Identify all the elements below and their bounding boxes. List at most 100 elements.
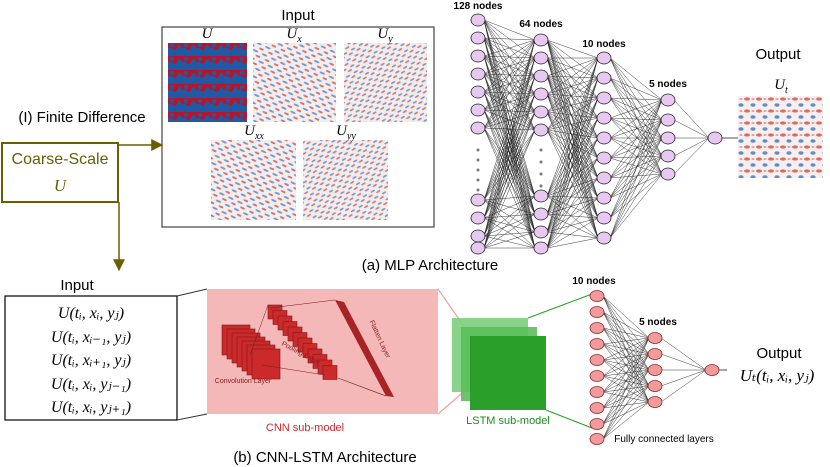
- fc-node: [647, 364, 663, 376]
- panel-uyy: [303, 140, 388, 220]
- mlp-node: [596, 51, 612, 65]
- coarse-scale-box: [1, 142, 119, 203]
- mlp-caption: (a) MLP Architecture: [362, 257, 498, 274]
- mlp-node: [533, 241, 549, 255]
- mlp-nodes: [470, 13, 723, 255]
- fc-node: [589, 322, 605, 334]
- mlp-node: [596, 191, 612, 205]
- input-point-0: U(tᵢ, xᵢ, yⱼ): [58, 305, 124, 322]
- mlp-node: [533, 189, 549, 203]
- pooling-stack: [249, 304, 338, 380]
- panel-label-ux: Ux: [286, 26, 302, 45]
- mlp-node: [596, 151, 612, 165]
- fc-node: [647, 380, 663, 392]
- flatten-layer: [335, 300, 394, 397]
- mlp-node: [533, 123, 549, 137]
- fc-node: [589, 402, 605, 414]
- cnn-submodel-label: CNN sub-model: [266, 422, 344, 434]
- mlp-node: [533, 105, 549, 119]
- mlp-node: [596, 231, 612, 245]
- fc-layer-label-10: 10 nodes: [572, 276, 616, 287]
- mlp-node: [470, 31, 486, 45]
- fc-node: [647, 348, 663, 360]
- panel-uxx: [211, 140, 296, 220]
- ellipsis-dot: [476, 178, 480, 182]
- panel-ux: [253, 43, 336, 122]
- input-point-2: U(tᵢ, xᵢ₊₁, yⱼ): [51, 352, 131, 369]
- fc-nodes: [589, 290, 720, 445]
- mlp-node: [707, 131, 723, 145]
- mlp-node: [660, 149, 676, 163]
- mlp-node: [596, 171, 612, 185]
- pool-feature-map: [322, 365, 338, 380]
- mlp-output-label: Ut: [774, 77, 788, 96]
- projection-line-bottom: [176, 413, 208, 421]
- mlp-input-title: Input: [281, 7, 315, 24]
- panel-u: [168, 43, 247, 122]
- mlp-node: [470, 49, 486, 63]
- fc-node: [704, 364, 720, 376]
- cnn-input-title: Input: [60, 277, 94, 294]
- cnn-output-title: Output: [756, 345, 802, 362]
- fc-node: [589, 433, 605, 445]
- mlp-node: [470, 85, 486, 99]
- finite-difference-label: (I) Finite Difference: [18, 109, 145, 126]
- panel-uy: [344, 43, 427, 122]
- ellipsis-dot: [539, 160, 543, 164]
- mlp-node: [533, 33, 549, 47]
- cnn-lstm-caption: (b) CNN-LSTM Architecture: [233, 449, 416, 466]
- mlp-node: [660, 93, 676, 107]
- fc-connections: [602, 295, 727, 440]
- fc-node: [589, 306, 605, 318]
- panel-label-uyy: Uyy: [336, 123, 356, 142]
- fc-layer-label-5: 5 nodes: [639, 317, 677, 328]
- ellipsis-dot: [539, 172, 543, 176]
- ellipsis-dot: [476, 168, 480, 172]
- fc-node: [589, 354, 605, 366]
- mlp-layer-label-10: 10 nodes: [582, 39, 626, 50]
- fc-label: Fully connected layers: [614, 434, 714, 445]
- mlp-output-title: Output: [755, 46, 801, 63]
- mlp-layer-label-128: 128 nodes: [454, 1, 503, 12]
- mlp-node: [596, 71, 612, 85]
- convolution-layer-label: Convolution Layer: [215, 378, 272, 385]
- mlp-node: [660, 113, 676, 127]
- mlp-node: [533, 87, 549, 101]
- fc-node: [589, 386, 605, 398]
- mlp-node: [470, 13, 486, 27]
- mlp-node: [596, 211, 612, 225]
- input-point-4: U(tᵢ, xᵢ, yⱼ₊₁): [51, 399, 131, 416]
- coarse-scale-var: U: [54, 176, 68, 195]
- panel-label-uxx: Uxx: [244, 123, 264, 142]
- mlp-node: [470, 67, 486, 81]
- ellipsis-dot: [539, 184, 543, 188]
- fc-node: [647, 396, 663, 408]
- mlp-node: [533, 207, 549, 221]
- panel-label-u: U: [202, 26, 214, 42]
- mlp-node: [533, 225, 549, 239]
- conv-feature-map: [251, 348, 281, 380]
- mlp-node: [596, 91, 612, 105]
- fc-node: [589, 290, 605, 302]
- input-point-1: U(tᵢ, xᵢ₋₁, yⱼ): [51, 329, 131, 346]
- fc-node: [647, 332, 663, 344]
- mlp-node: [596, 131, 612, 145]
- panel-label-uy: Uy: [377, 26, 393, 45]
- fc-node: [589, 370, 605, 382]
- ellipsis-dot: [476, 158, 480, 162]
- mlp-node: [533, 69, 549, 83]
- mlp-node: [470, 241, 486, 255]
- fc-node: [589, 418, 605, 430]
- mlp-connections: [483, 19, 738, 249]
- mlp-node: [533, 51, 549, 65]
- mlp-node: [470, 211, 486, 225]
- mlp-layer-label-5: 5 nodes: [649, 79, 687, 90]
- cnn-output-expr: Uₜ(tᵢ, xᵢ, yⱼ): [740, 366, 815, 385]
- coarse-scale-label: Coarse-Scale: [12, 151, 109, 168]
- mlp-node: [470, 193, 486, 207]
- mlp-node: [596, 111, 612, 125]
- mlp-node: [660, 131, 676, 145]
- mlp-node: [470, 121, 486, 135]
- lstm-submodel-label: LSTM sub-model: [466, 415, 550, 427]
- ellipsis-dot: [476, 148, 480, 152]
